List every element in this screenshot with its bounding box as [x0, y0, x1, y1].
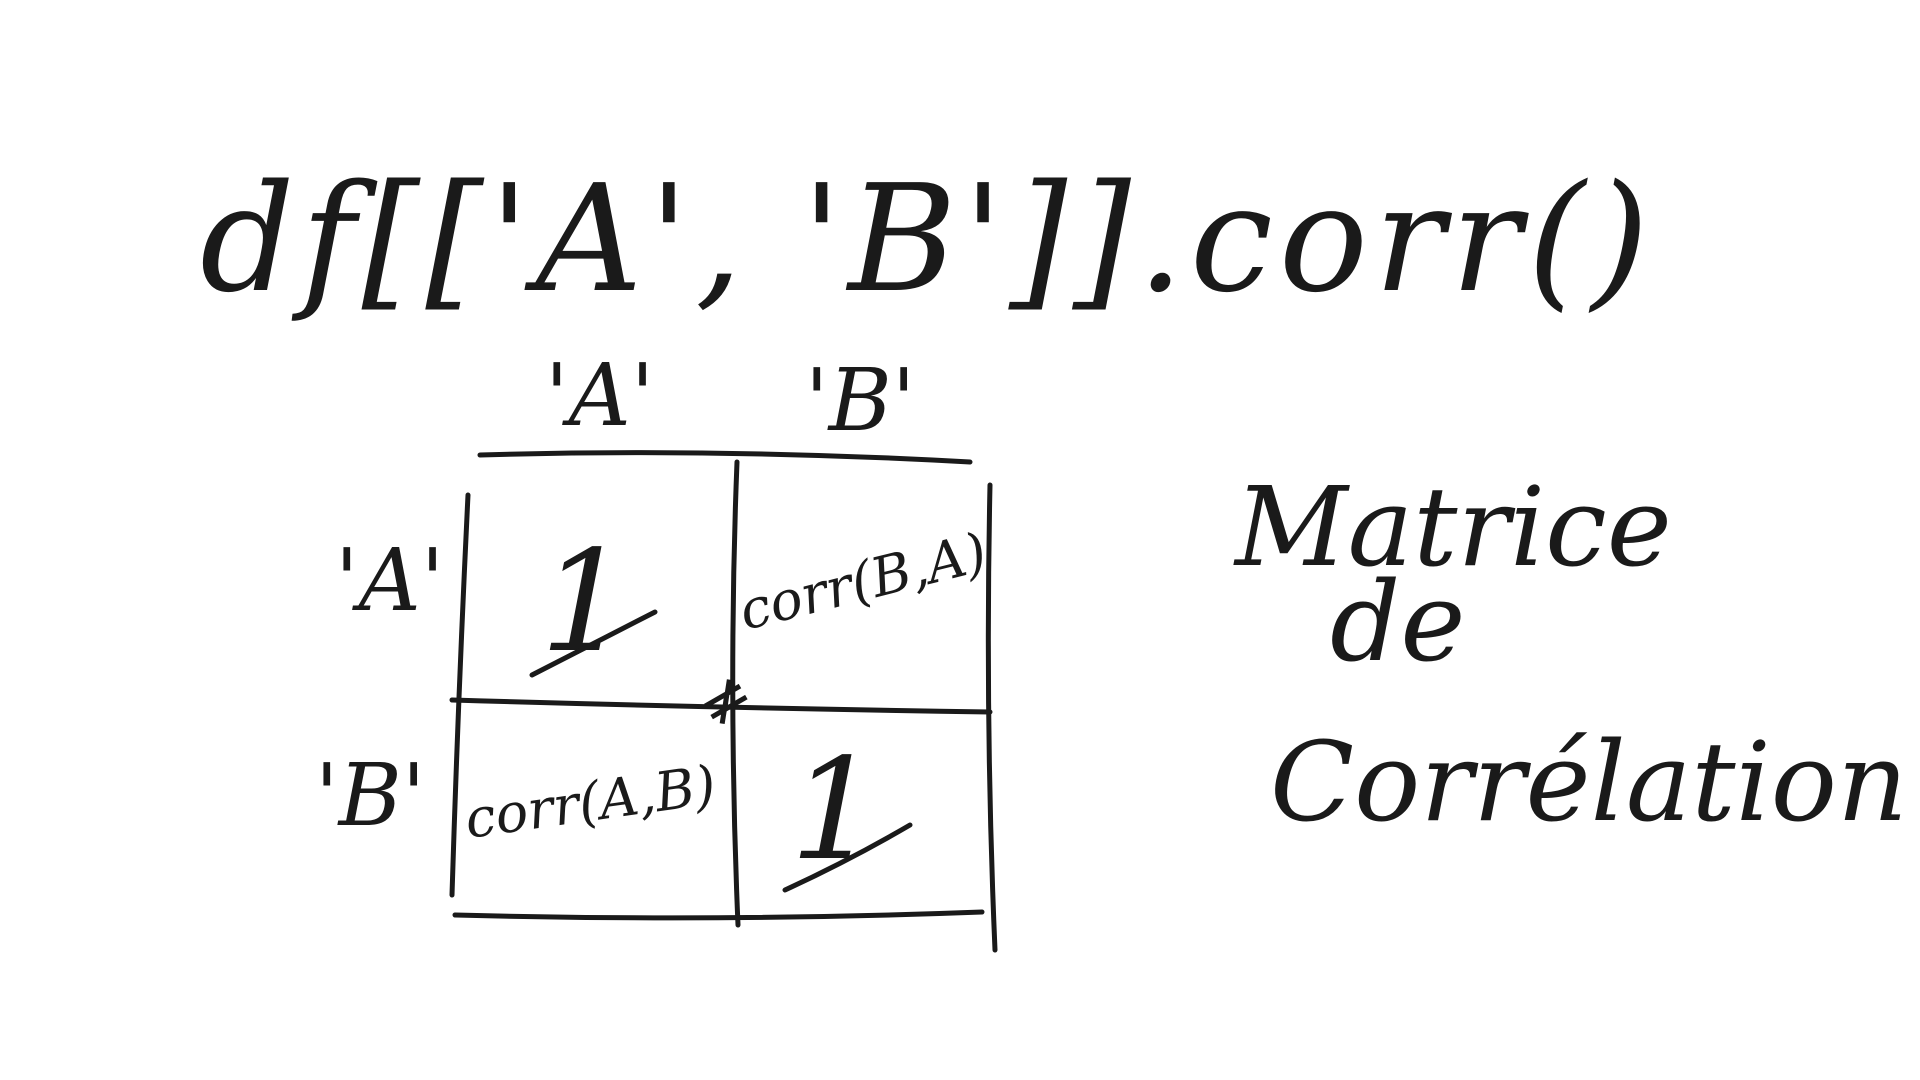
cell-b-b-underline	[782, 822, 913, 893]
grid-middle-horizontal-line	[449, 697, 993, 715]
cell-a-a-value: 1	[540, 521, 629, 684]
grid-bottom-line	[452, 909, 985, 921]
title-line-2: de	[1330, 558, 1466, 686]
grid-left-line	[449, 492, 471, 898]
correlation-table-grid	[449, 450, 998, 953]
cell-b-a-value: corr(A,B)	[461, 753, 720, 851]
grid-middle-vertical-line	[730, 459, 741, 928]
cell-a-b-value: corr(B,A)	[733, 520, 993, 642]
title-line-3: Corrélation	[1270, 718, 1908, 846]
cell-a-a-underline	[529, 609, 658, 678]
column-header-a: 'A'	[545, 346, 654, 446]
row-header-a: 'A'	[335, 531, 444, 631]
grid-right-line	[985, 482, 998, 953]
code-expression: df[['A', 'B']].corr()	[200, 153, 1655, 325]
title-line-1: Matrice	[1233, 463, 1672, 591]
column-header-b: 'B'	[805, 351, 915, 451]
grid-top-line	[477, 450, 973, 465]
row-header-b: 'B'	[315, 746, 425, 846]
not-equal-icon: ≠	[684, 655, 767, 746]
